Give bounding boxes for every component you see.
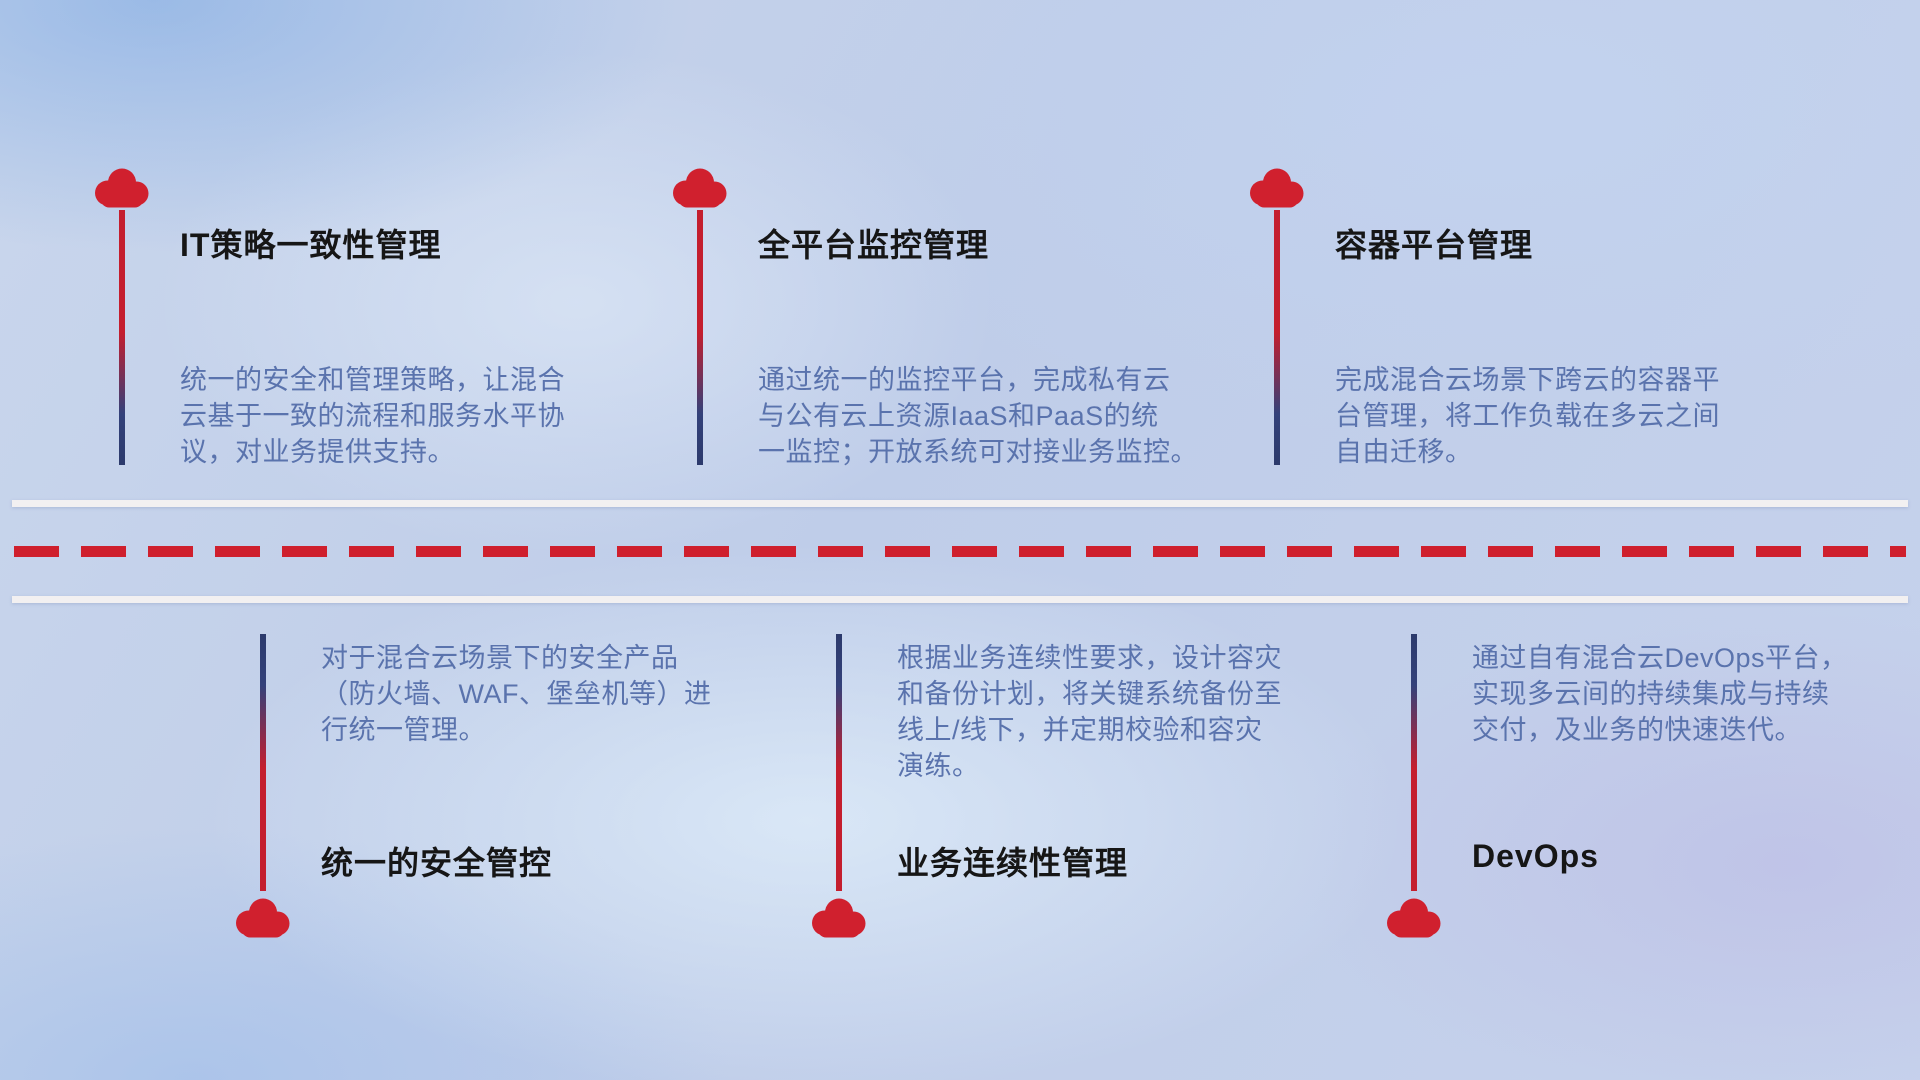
road-center-dashed-line xyxy=(14,546,1906,557)
timeline-connector-line xyxy=(1411,634,1417,891)
timeline-connector-line xyxy=(697,210,703,465)
item-description: 统一的安全和管理策略，让混合 云基于一致的流程和服务水平协 议，对业务提供支持。 xyxy=(180,365,565,467)
road-top-line xyxy=(12,500,1908,507)
item-title: IT策略一致性管理 xyxy=(180,227,442,263)
road-bottom-line xyxy=(12,596,1908,603)
item-title: DevOps xyxy=(1472,838,1599,874)
item-description: 对于混合云场景下的安全产品 （防火墙、WAF、堡垒机等）进 行统一管理。 xyxy=(321,643,712,745)
item-title: 容器平台管理 xyxy=(1335,227,1534,263)
cloud-icon xyxy=(94,168,150,208)
cloud-icon xyxy=(1249,168,1305,208)
timeline-connector-line xyxy=(119,210,125,465)
timeline-item-security-control: 对于混合云场景下的安全产品 （防火墙、WAF、堡垒机等）进 行统一管理。 统一的… xyxy=(235,634,775,954)
timeline-item-business-continuity: 根据业务连续性要求，设计容灾 和备份计划，将关键系统备份至 线上/线下，并定期校… xyxy=(811,634,1351,954)
timeline-item-devops: 通过自有混合云DevOps平台， 实现多云间的持续集成与持续 交付，及业务的快速… xyxy=(1386,634,1920,954)
item-title: 业务连续性管理 xyxy=(897,845,1129,881)
cloud-icon xyxy=(672,168,728,208)
item-description: 完成混合云场景下跨云的容器平 台管理，将工作负载在多云之间 自由迁移。 xyxy=(1335,365,1720,467)
cloud-icon xyxy=(1386,898,1442,938)
item-title: 统一的安全管控 xyxy=(321,845,553,881)
item-description: 通过自有混合云DevOps平台， 实现多云间的持续集成与持续 交付，及业务的快速… xyxy=(1472,643,1848,745)
cloud-icon xyxy=(235,898,291,938)
cloud-icon xyxy=(811,898,867,938)
item-description: 通过统一的监控平台，完成私有云 与公有云上资源IaaS和PaaS的统 一监控；开… xyxy=(758,365,1198,467)
timeline-connector-line xyxy=(260,634,266,891)
timeline-connector-line xyxy=(1274,210,1280,465)
timeline-connector-line xyxy=(836,634,842,891)
item-title: 全平台监控管理 xyxy=(758,227,990,263)
item-description: 根据业务连续性要求，设计容灾 和备份计划，将关键系统备份至 线上/线下，并定期校… xyxy=(897,643,1282,781)
